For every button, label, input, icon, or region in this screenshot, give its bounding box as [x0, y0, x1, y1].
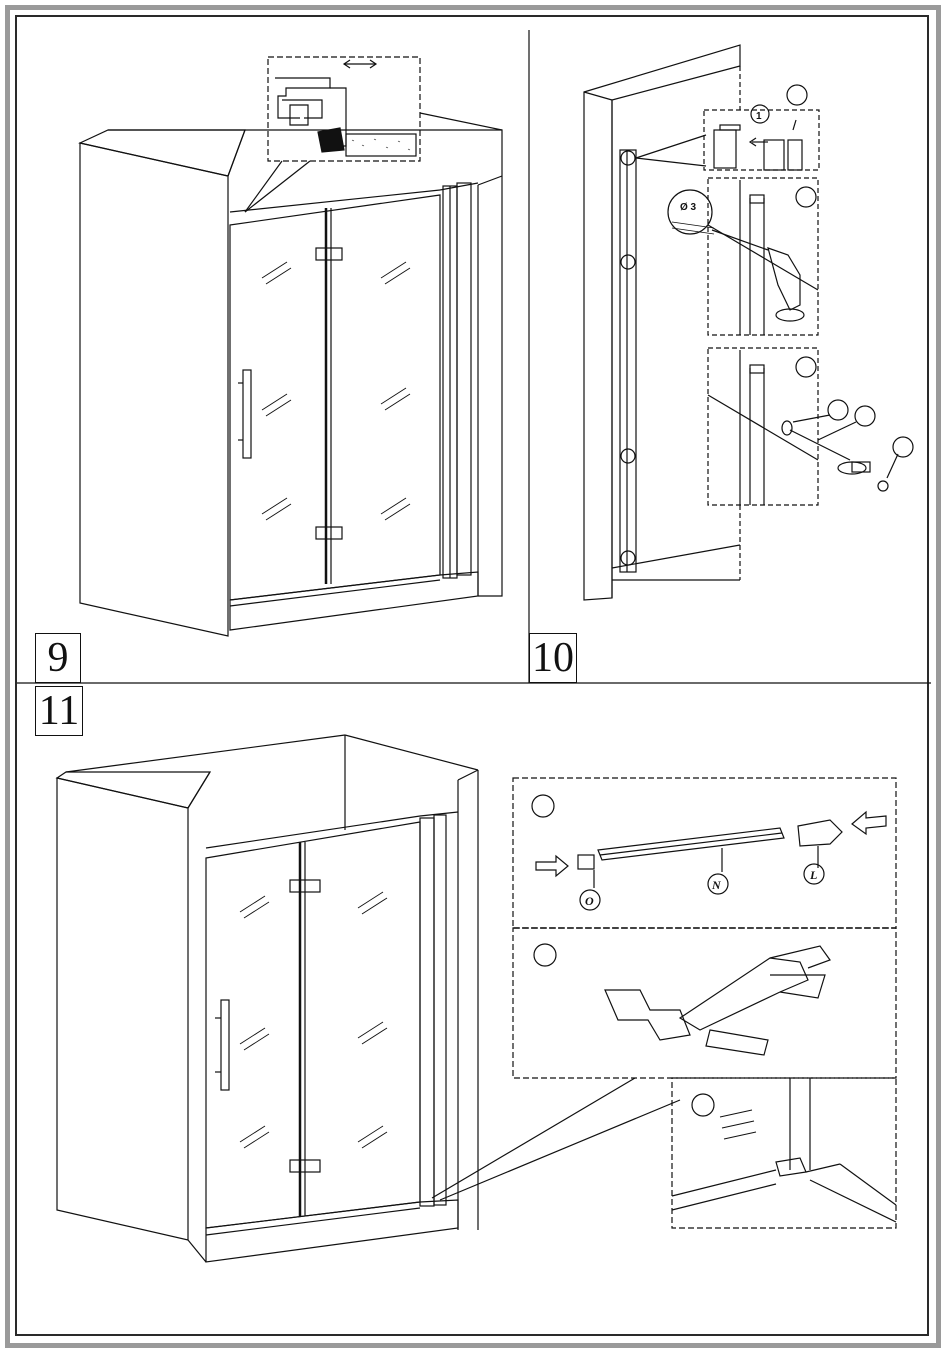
detail-one-label: 1	[756, 111, 762, 122]
step9-illustration	[80, 57, 502, 636]
step-10-number: 10	[529, 633, 577, 683]
part-n-label: N	[711, 878, 722, 892]
step-9-number: 9	[35, 633, 81, 683]
part-o-label: O	[585, 894, 594, 908]
step-11-number: 11	[35, 686, 83, 736]
step11-illustration	[57, 735, 896, 1262]
step10-illustration	[584, 45, 913, 600]
part-l-label: L	[809, 868, 817, 882]
drill-size-label: Ø 3	[680, 202, 697, 213]
